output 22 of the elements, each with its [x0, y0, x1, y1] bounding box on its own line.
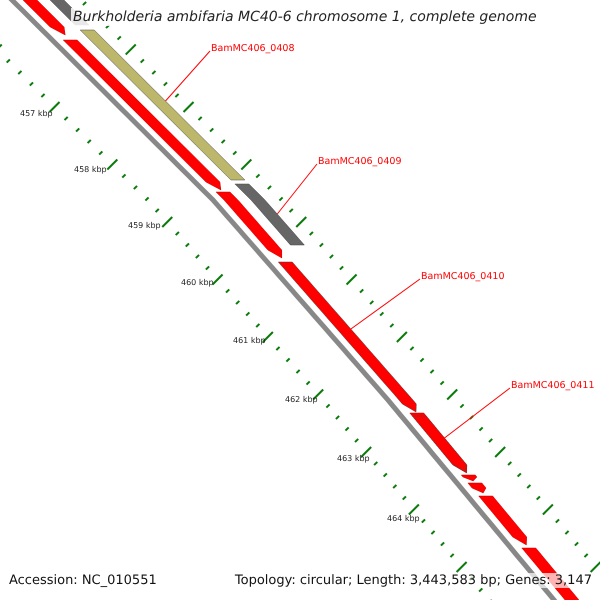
leader-line	[444, 388, 510, 438]
gene-label: BamMC406_0408	[211, 43, 294, 54]
footer-text: Topology: circular; Length: 3,443,583 bp; Genes: 3,147	[234, 573, 592, 588]
scale-label: 461 kbp	[233, 336, 266, 345]
scale-label: 463 kbp	[337, 454, 370, 463]
leader-line	[350, 278, 420, 330]
footer-text: Accession: NC_010551	[9, 573, 157, 588]
leader-line	[165, 50, 210, 102]
map-title: Burkholderia ambifaria MC40-6 chromosome 1, complete genome	[71, 8, 539, 26]
scale-label: 460 kbp	[181, 278, 214, 287]
gene-label: BamMC406_0410	[421, 271, 504, 282]
gene-feature	[412, 416, 466, 472]
scale-label: 464 kbp	[387, 514, 420, 523]
gene-label: BamMC406_0411	[511, 380, 594, 391]
scale-label: 459 kbp	[128, 221, 161, 230]
gene-bar	[234, 184, 305, 246]
gene-label: BamMC406_0409	[318, 156, 402, 167]
leader-line	[276, 164, 318, 214]
gene-feature	[278, 262, 417, 412]
scale-label: 462 kbp	[285, 395, 318, 404]
scale-label: 458 kbp	[74, 165, 107, 174]
scale-label: 457 kbp	[20, 109, 53, 118]
